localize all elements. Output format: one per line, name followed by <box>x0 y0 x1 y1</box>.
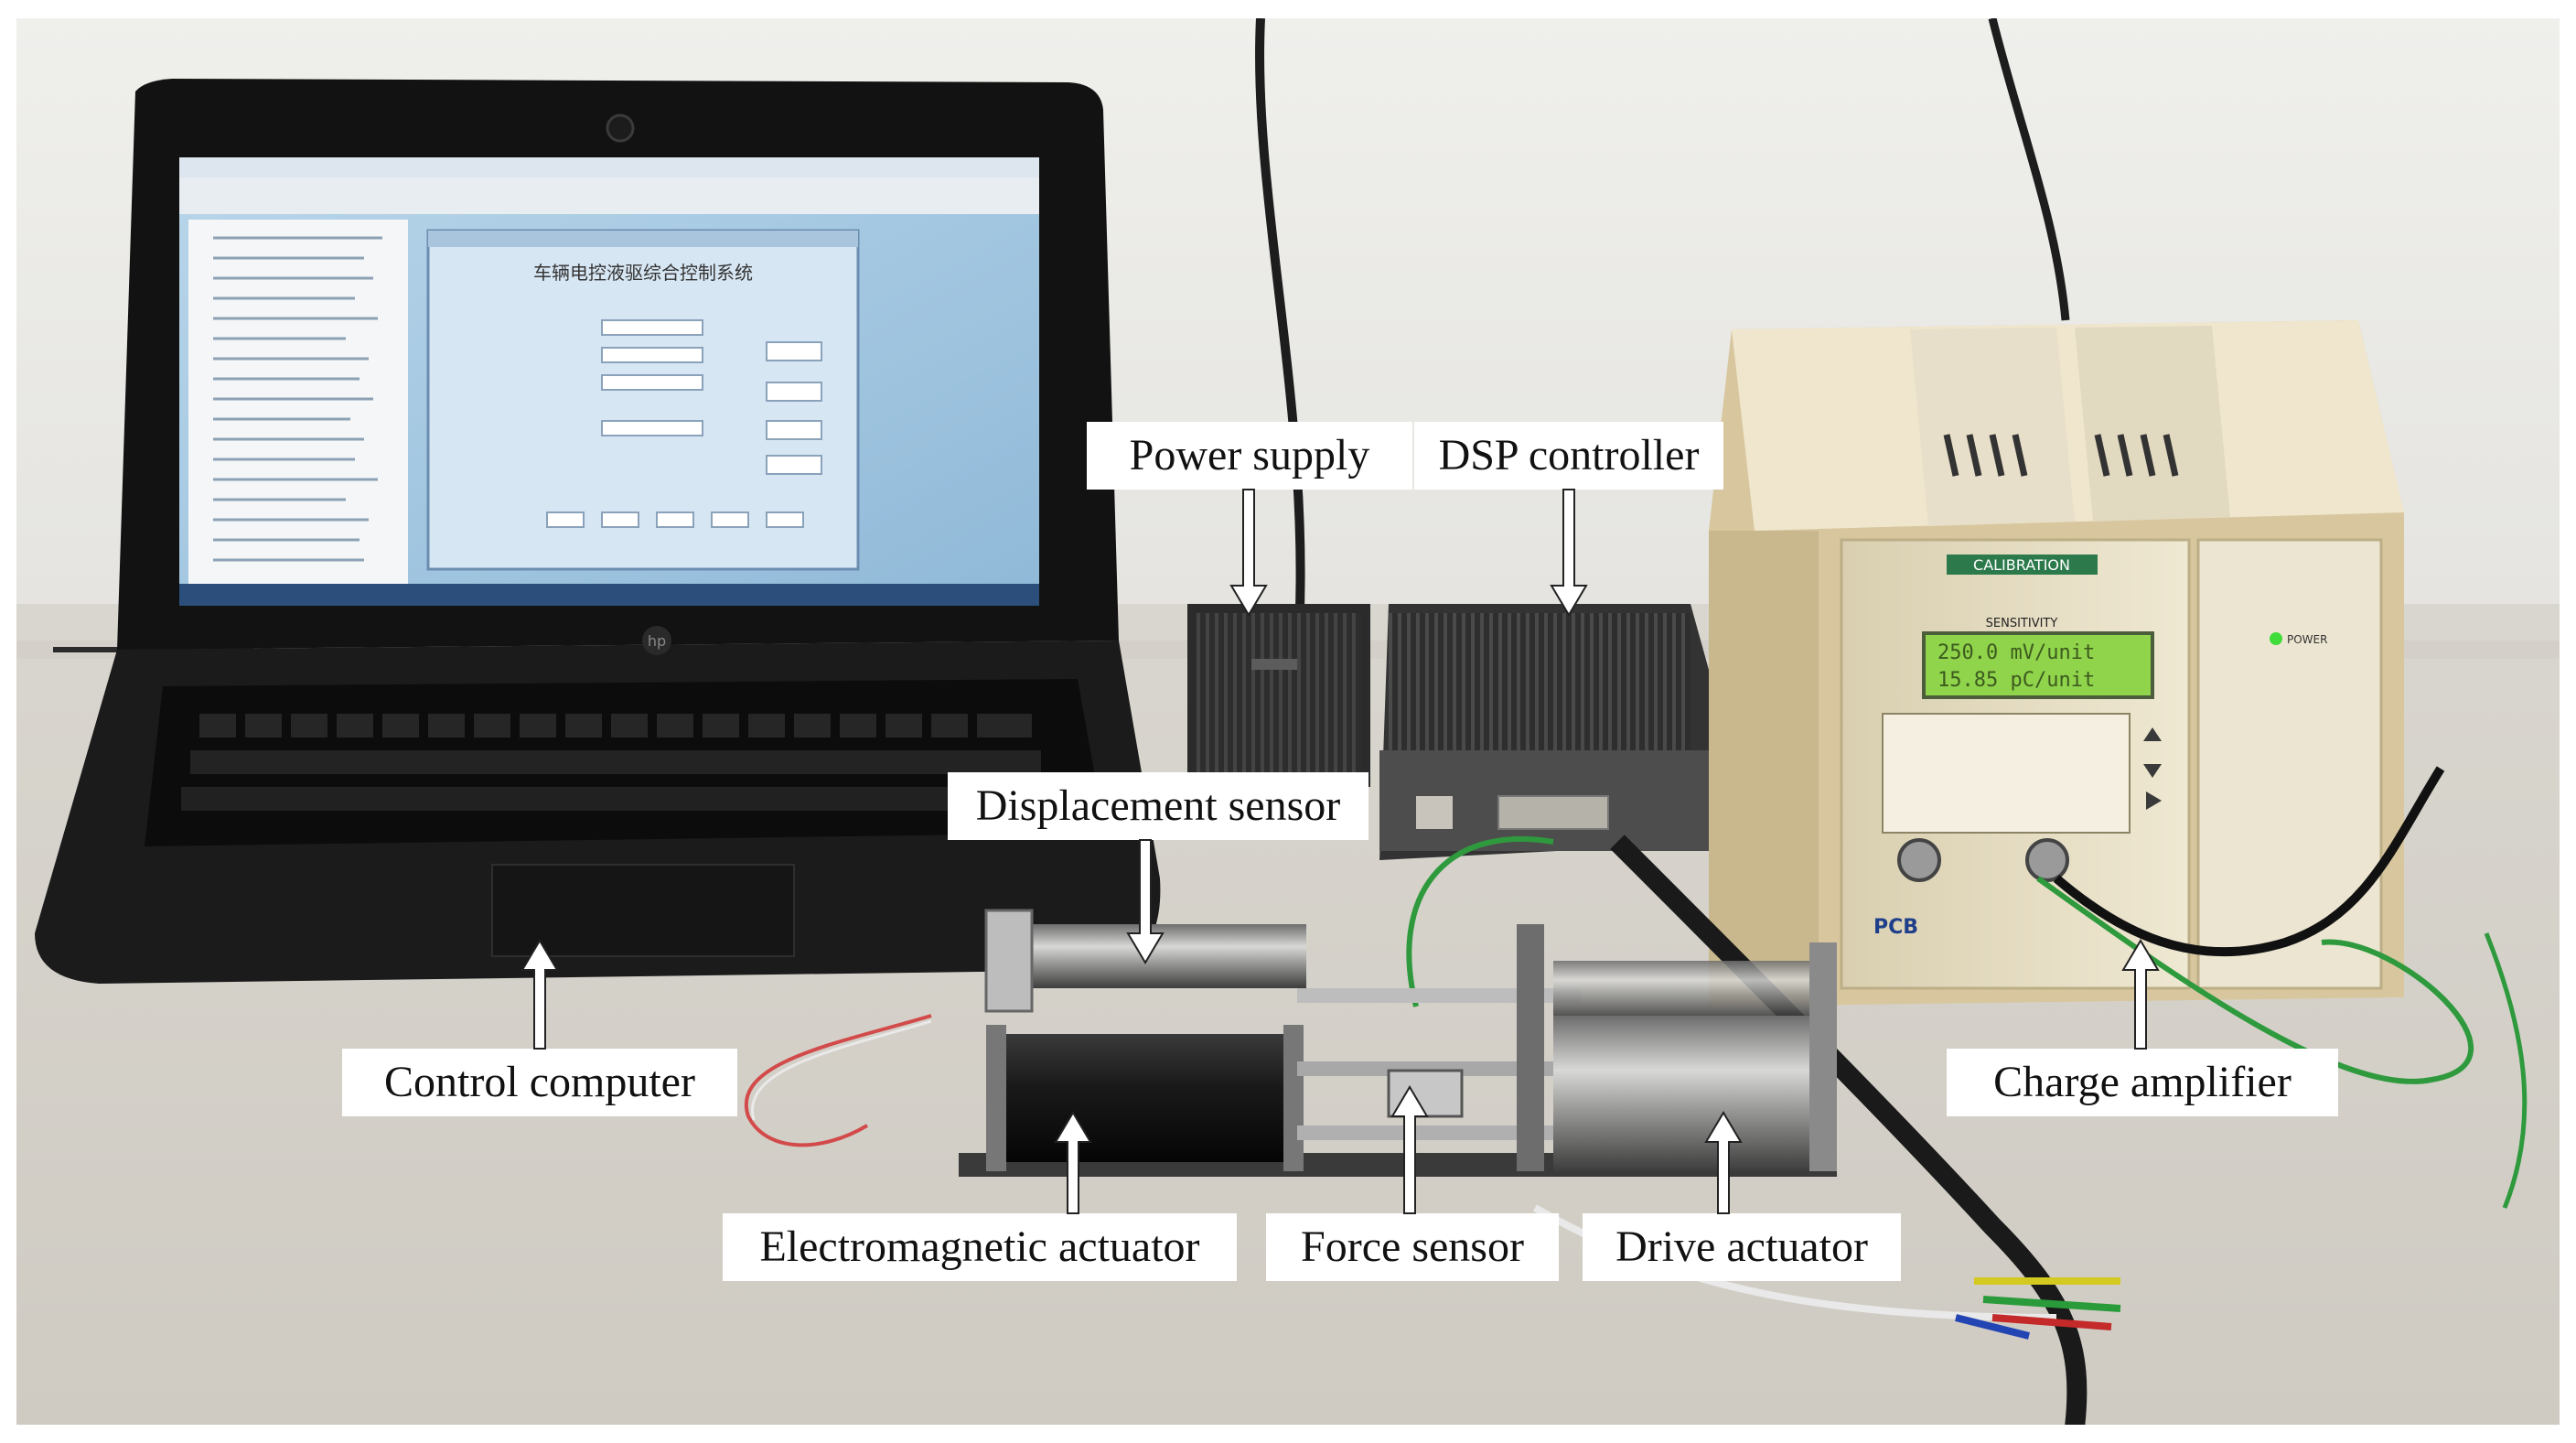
arrow-force-sensor <box>1390 1085 1429 1214</box>
power-led <box>2270 632 2282 645</box>
laptop: 车辆电控液驱综合控制系统 hp <box>35 79 1161 984</box>
hp-logo <box>642 626 671 655</box>
amplifier-lcd <box>1922 631 2154 699</box>
drive-actuator-body <box>1553 1016 1809 1171</box>
arrow-power-supply <box>1229 489 1268 617</box>
hp-logo-text: hp <box>648 632 666 650</box>
test-rig <box>959 909 1837 1177</box>
label-charge-amplifier: Charge amplifier <box>1947 1049 2338 1116</box>
arrow-drive-actuator <box>1704 1111 1743 1214</box>
arrow-dsp-controller <box>1550 489 1588 617</box>
sensitivity-label: SENSITIVITY <box>1986 617 2058 630</box>
calibration-label: CALIBRATION <box>1973 556 2070 574</box>
label-control-computer: Control computer <box>342 1049 737 1116</box>
label-drive-actuator: Drive actuator <box>1583 1213 1901 1281</box>
label-electromagnetic-actuator: Electromagnetic actuator <box>723 1213 1237 1281</box>
power-led-label: POWER <box>2287 633 2327 646</box>
label-dsp-controller: DSP controller <box>1414 422 1723 490</box>
dsp-controller-unit <box>1379 604 1736 860</box>
electromagnetic-actuator-body <box>995 1034 1288 1162</box>
touchpad <box>491 864 795 957</box>
power-supply-unit <box>1187 604 1370 787</box>
label-force-sensor: Force sensor <box>1266 1213 1559 1281</box>
arrow-control-computer <box>521 939 559 1050</box>
charge-amplifier-unit: CALIBRATION SENSITIVITY 250.0 mV/unit 15… <box>1709 320 2404 1007</box>
arrow-charge-amplifier <box>2121 939 2160 1050</box>
label-power-supply: Power supply <box>1087 422 1412 490</box>
arrow-electromagnetic-actuator <box>1054 1111 1092 1214</box>
lcd-output-value: 250.0 mV/unit <box>1937 641 2095 664</box>
app-title: 车辆电控液驱综合控制系统 <box>533 262 753 284</box>
arrow-displacement-sensor <box>1126 839 1165 964</box>
pcb-brand: PCB <box>1873 916 1918 939</box>
label-displacement-sensor: Displacement sensor <box>948 772 1368 840</box>
lcd-sensor-value: 15.85 pC/unit <box>1937 669 2095 692</box>
